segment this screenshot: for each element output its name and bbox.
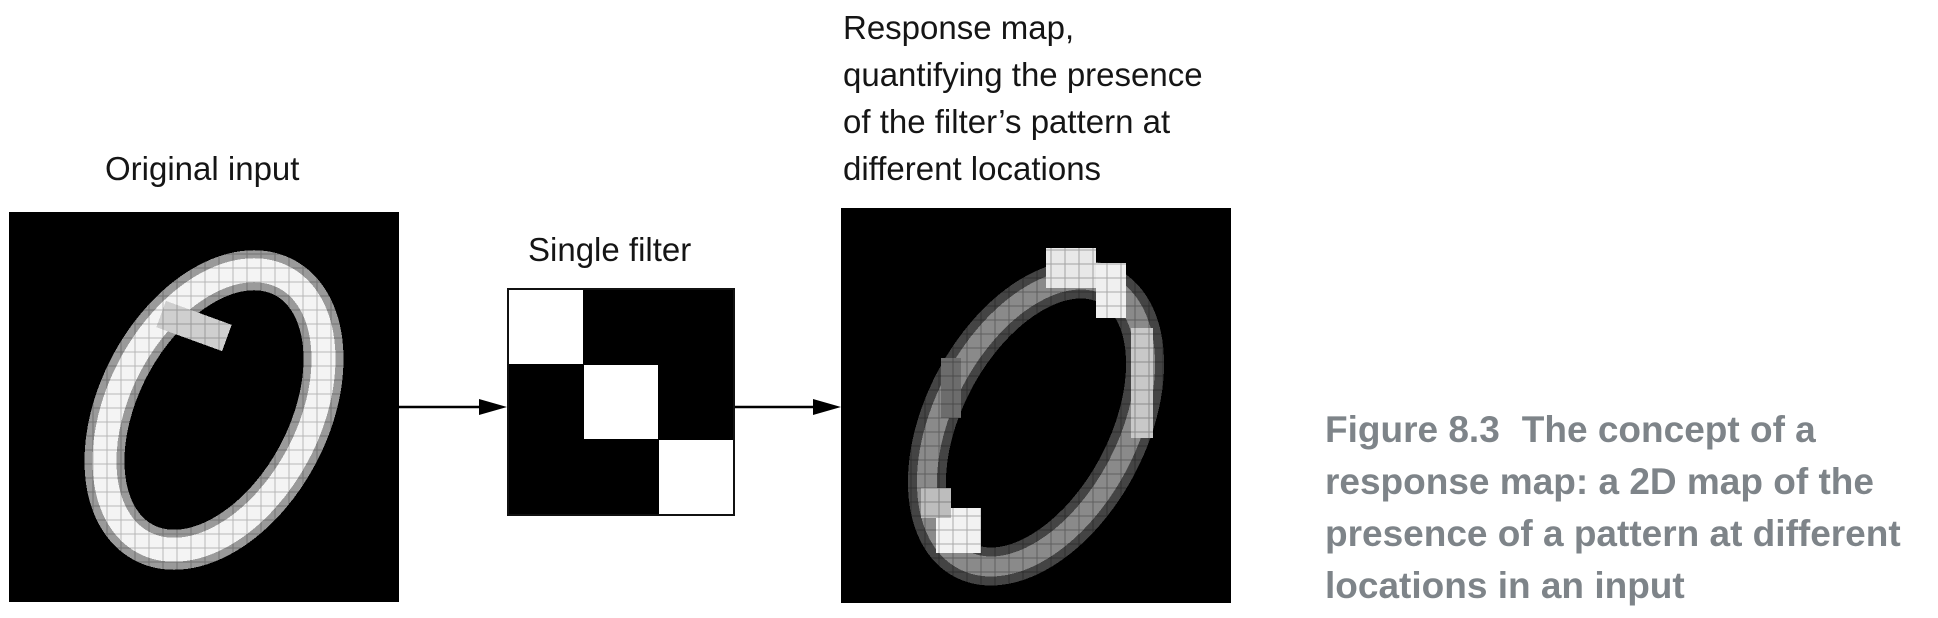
response-map-label-line: Response map, [843, 9, 1075, 46]
figure-number: Figure 8.3 [1325, 409, 1500, 450]
filter-cell [509, 290, 583, 364]
filter-cell [659, 440, 733, 514]
response-map-label-line: different locations [843, 150, 1102, 187]
arrow-icon [399, 399, 507, 415]
caption-line: response map: a 2D map of the [1325, 461, 1874, 502]
figure-caption: Figure 8.3 The concept of a response map:… [1325, 404, 1935, 612]
original-input-label: Original input [105, 150, 300, 187]
filter-cell [584, 365, 658, 439]
single-filter-label: Single filter [528, 231, 692, 268]
caption-line: locations in an input [1325, 565, 1685, 606]
caption-line: presence of a pattern at different [1325, 513, 1901, 554]
response-map-image [841, 208, 1231, 603]
response-map-label-line: quantifying the presence [843, 56, 1203, 93]
response-map-label: Response map, quantifying the presence o… [843, 4, 1203, 192]
arrow-icon [735, 399, 841, 415]
caption-line: Figure 8.3 The concept of a [1325, 404, 1935, 456]
response-map-label-line: of the filter’s pattern at [843, 103, 1171, 140]
caption-text: The concept of a [1521, 409, 1816, 450]
single-filter-grid [507, 288, 735, 516]
original-input-image [9, 212, 399, 602]
